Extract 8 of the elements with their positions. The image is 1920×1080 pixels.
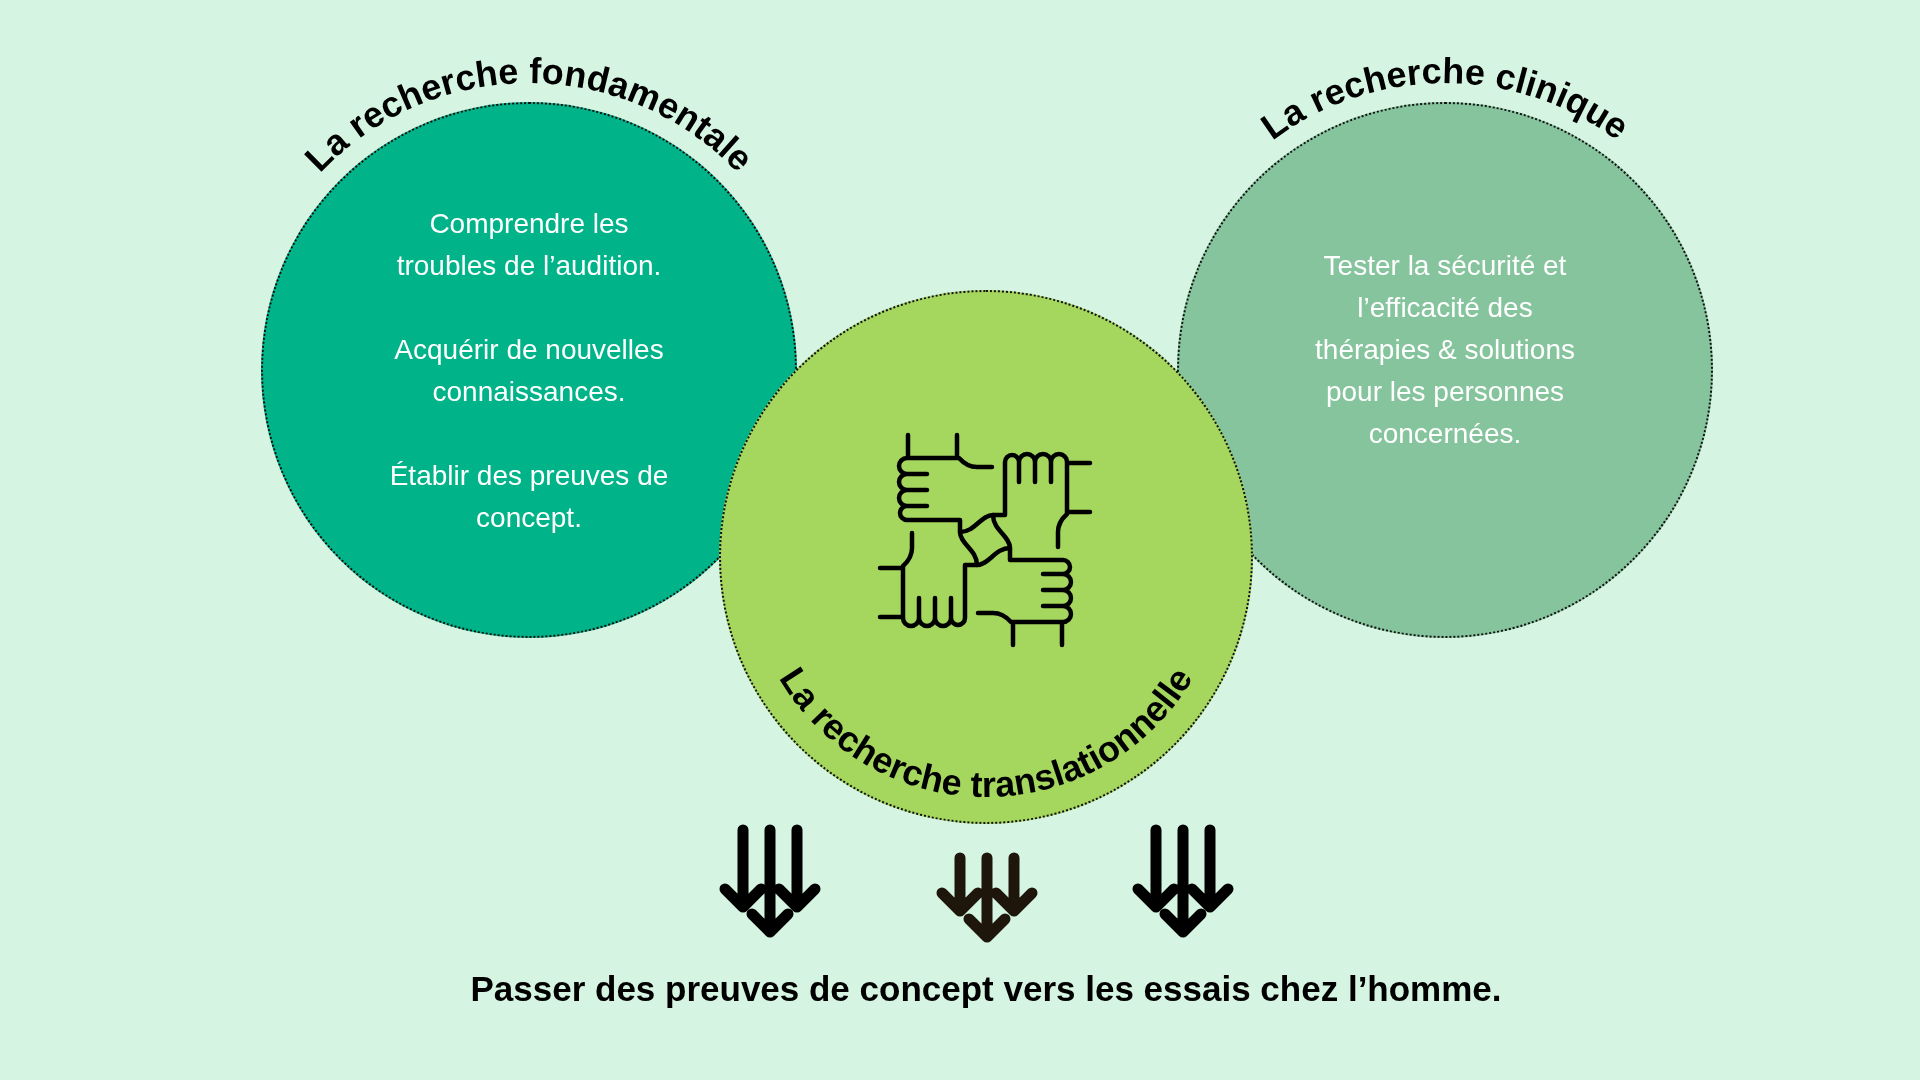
circle-text: Acquérir de nouvelles connaissances. (393, 332, 665, 409)
circle-text: Comprendre les troubles de l’audition. (395, 206, 663, 283)
triple-down-arrow (936, 852, 1038, 943)
triple-down-arrow (719, 824, 821, 938)
conclusion-text: Passer des preuves de concept vers les essais chez l’homme. (470, 968, 1502, 1010)
triple-down-arrow (1132, 824, 1234, 938)
circle-text: Établir des preuves de concept. (388, 458, 670, 535)
circle-text: Tester la sécurité et l’efficacité des thérapies & solutions pour les personnes concernées. (1314, 248, 1576, 451)
